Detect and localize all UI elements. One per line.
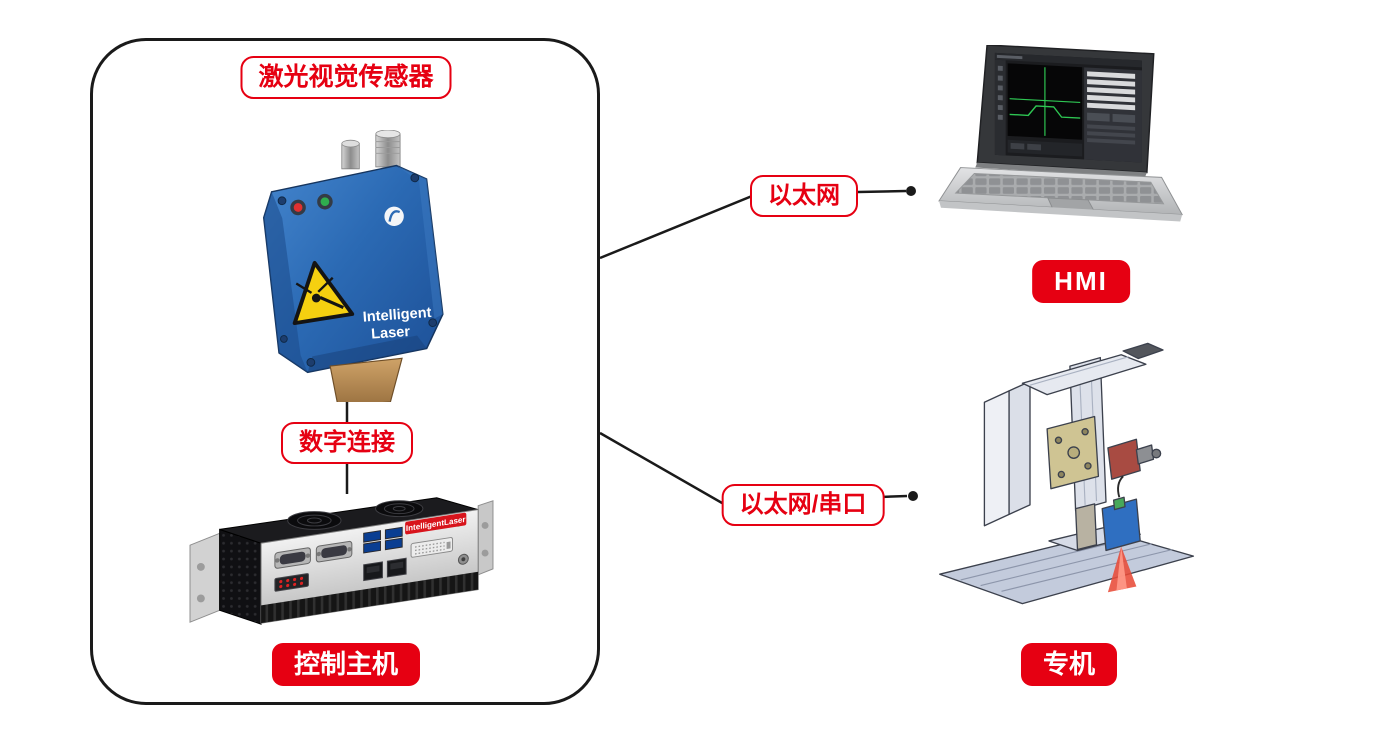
host-vent-grille [261, 571, 479, 624]
sensor-group-title: 激光视觉传感器 [240, 56, 452, 100]
machine-illustration [935, 302, 1201, 626]
sensor-body: Intelligent Laser [262, 164, 444, 374]
host-terminal-block [274, 573, 309, 592]
control-host-illustration: IntelligentLaser [188, 484, 494, 634]
ethernet-endpoint-dot [906, 186, 916, 196]
machine-actuator-knob [1135, 444, 1155, 465]
laptop-screen-viewport [1007, 63, 1083, 140]
host-usb-ports [363, 526, 403, 554]
ethernet-serial-endpoint-dot [908, 491, 918, 501]
machine-sensor-connector [1112, 496, 1126, 511]
sensor-brand-text: Intelligent Laser [362, 305, 432, 343]
laptop-base [938, 162, 1184, 222]
ethernet-label: 以太网 [750, 175, 858, 217]
sensor-led-indicators [290, 193, 333, 216]
sensor-top-connectors [341, 130, 401, 170]
sensor-logo [384, 206, 404, 227]
control-host-label: 控制主机 [271, 643, 421, 686]
host-ethernet-ports [363, 557, 407, 582]
machine-motor [1122, 342, 1164, 360]
host-front-panel: IntelligentLaser [260, 509, 479, 624]
sensor-brand-line2: Laser [371, 324, 411, 343]
laptop-keyboard [954, 172, 1165, 205]
hmi-laptop-illustration [933, 45, 1198, 246]
laser-beam-core [1116, 546, 1127, 591]
sensor-nozzle [329, 357, 403, 402]
machine-left-plate-side [1008, 380, 1031, 516]
machine-cylinder [1074, 503, 1098, 551]
machine-sensor-cable [1117, 475, 1124, 498]
sensor-screws [277, 173, 438, 367]
laser-sensor-illustration: Intelligent Laser [240, 130, 465, 402]
machine-label: 专机 [1020, 643, 1118, 686]
laptop-screen [976, 45, 1155, 174]
host-dvi-port [410, 537, 454, 558]
sensor-group-box [90, 38, 600, 705]
machine-base-plate [939, 531, 1195, 605]
machine-gantry-beam [1021, 354, 1147, 396]
machine-left-plate [983, 390, 1010, 527]
laptop-screen-side-panel [1084, 67, 1142, 163]
digital-link-label: 数字连接 [281, 422, 413, 464]
machine-actuator [1107, 438, 1141, 480]
host-serial-ports [274, 540, 353, 569]
host-top-panel [219, 497, 479, 544]
host-mount-brackets [189, 500, 494, 623]
ethernet-serial-label: 以太网/串口 [721, 484, 885, 526]
sensor-brand-line1: Intelligent [362, 305, 432, 326]
host-side-panel [219, 528, 262, 625]
laser-warning-icon [292, 260, 355, 326]
hmi-label: HMI [1032, 260, 1130, 303]
